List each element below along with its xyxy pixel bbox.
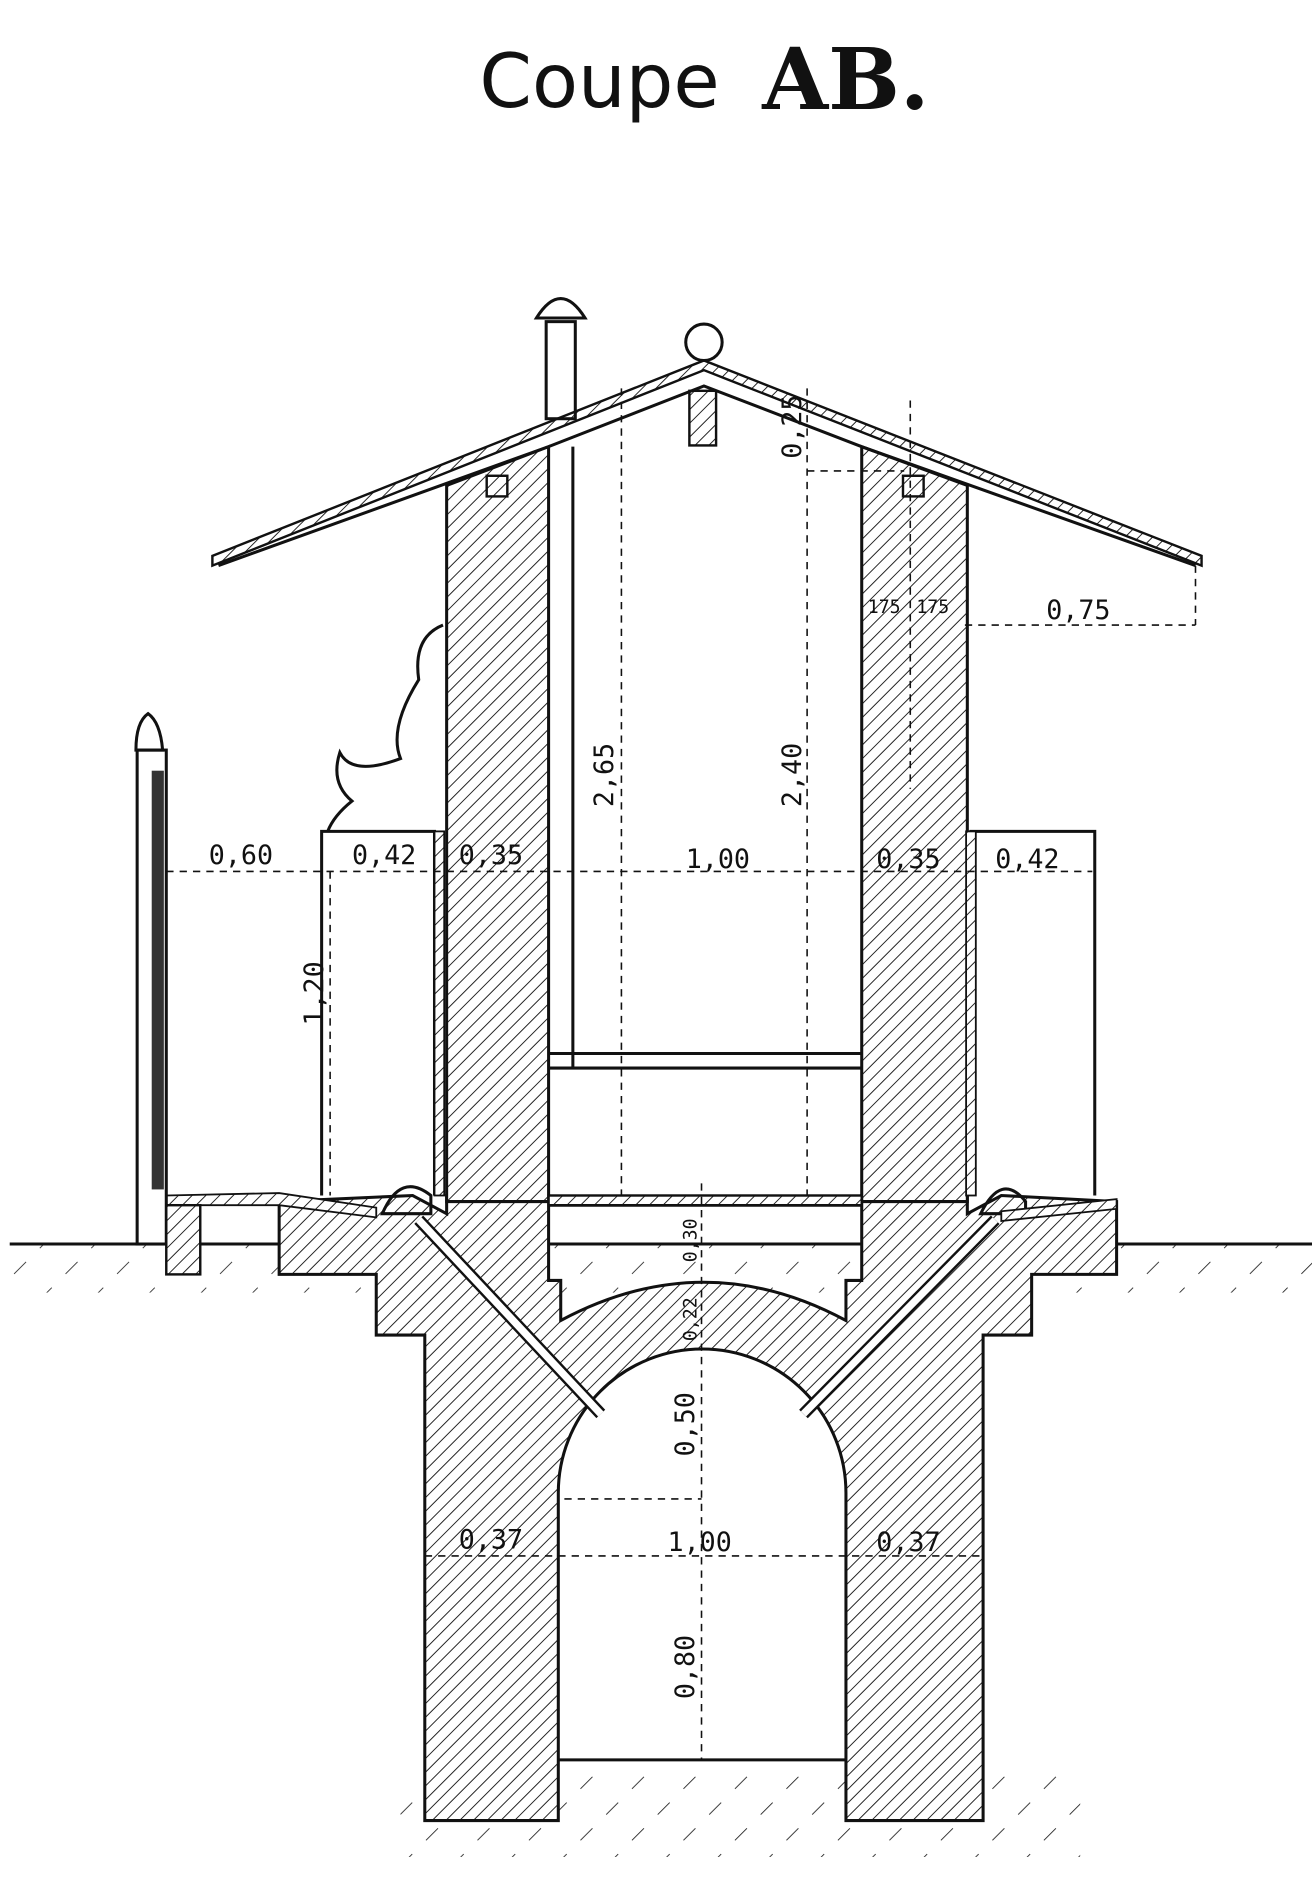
fence-post (134, 711, 202, 1276)
roof (211, 297, 1203, 568)
foundation (277, 1193, 1119, 1823)
dim-tunnel-width: 1,00 (668, 1527, 732, 1558)
left-wall (445, 444, 551, 1204)
left-bench-ornament (326, 623, 444, 832)
dim-eave-overhang: 0,75 (1046, 595, 1110, 626)
roof-ring (684, 322, 724, 362)
right-purlin (901, 474, 925, 498)
dim-interior-width: 1,00 (686, 844, 750, 875)
dim-floor-thickness: 0,30 (681, 1218, 702, 1262)
dim-bench-left: 0,42 (352, 840, 416, 871)
dimension-lines (166, 388, 1197, 1760)
dim-bench-right: 0,42 (995, 844, 1059, 875)
right-wall (860, 444, 969, 1204)
right-bench (969, 829, 1097, 1196)
dim-bench-height: 1,20 (299, 961, 330, 1025)
left-curb (380, 1185, 433, 1216)
left-bench (320, 829, 437, 1196)
dim-roof-rise: 0,25 (777, 394, 808, 458)
left-purlin (485, 474, 509, 498)
dim-wall-right: 0,35 (876, 844, 940, 875)
dim-wall-half-left: 175 (868, 597, 901, 618)
title-word: Coupe (479, 37, 719, 125)
floor-slab (547, 1194, 863, 1207)
dim-tunnel-wall-height: 0,80 (670, 1635, 701, 1699)
right-curb (978, 1187, 1028, 1216)
dim-foundation-right: 0,37 (876, 1527, 940, 1558)
dim-foundation-left: 0,37 (459, 1525, 523, 1556)
title-letters: AB. (761, 30, 929, 130)
dim-wall-half-right: 175 (916, 597, 949, 618)
dim-wall-left: 0,35 (459, 840, 523, 871)
chimney-cap (533, 297, 588, 320)
dim-fence-gap: 0,60 (209, 840, 273, 871)
chimney-pipe (544, 320, 577, 421)
ridge-beam (688, 389, 718, 447)
drain-pipes (414, 1215, 1000, 1419)
dim-arch-rise: 0,50 (670, 1392, 701, 1456)
dim-height-inner: 2,40 (777, 743, 808, 807)
dim-vault-thickness: 0,22 (681, 1297, 702, 1341)
dim-height-total: 2,65 (589, 743, 620, 807)
